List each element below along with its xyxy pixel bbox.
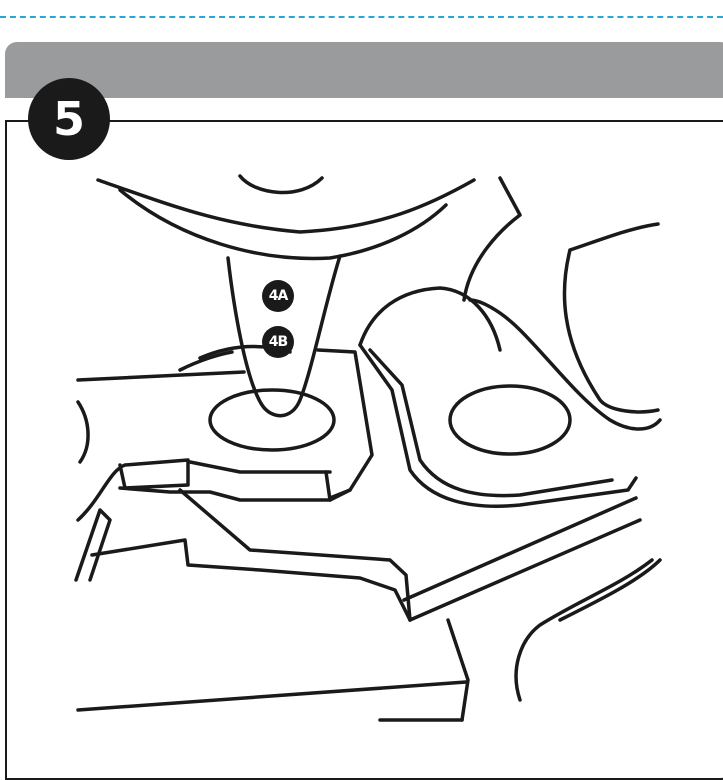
callout-4a: 4A [262,280,294,312]
step-number-badge: 5 [28,78,110,160]
callout-4b: 4B [262,326,294,358]
